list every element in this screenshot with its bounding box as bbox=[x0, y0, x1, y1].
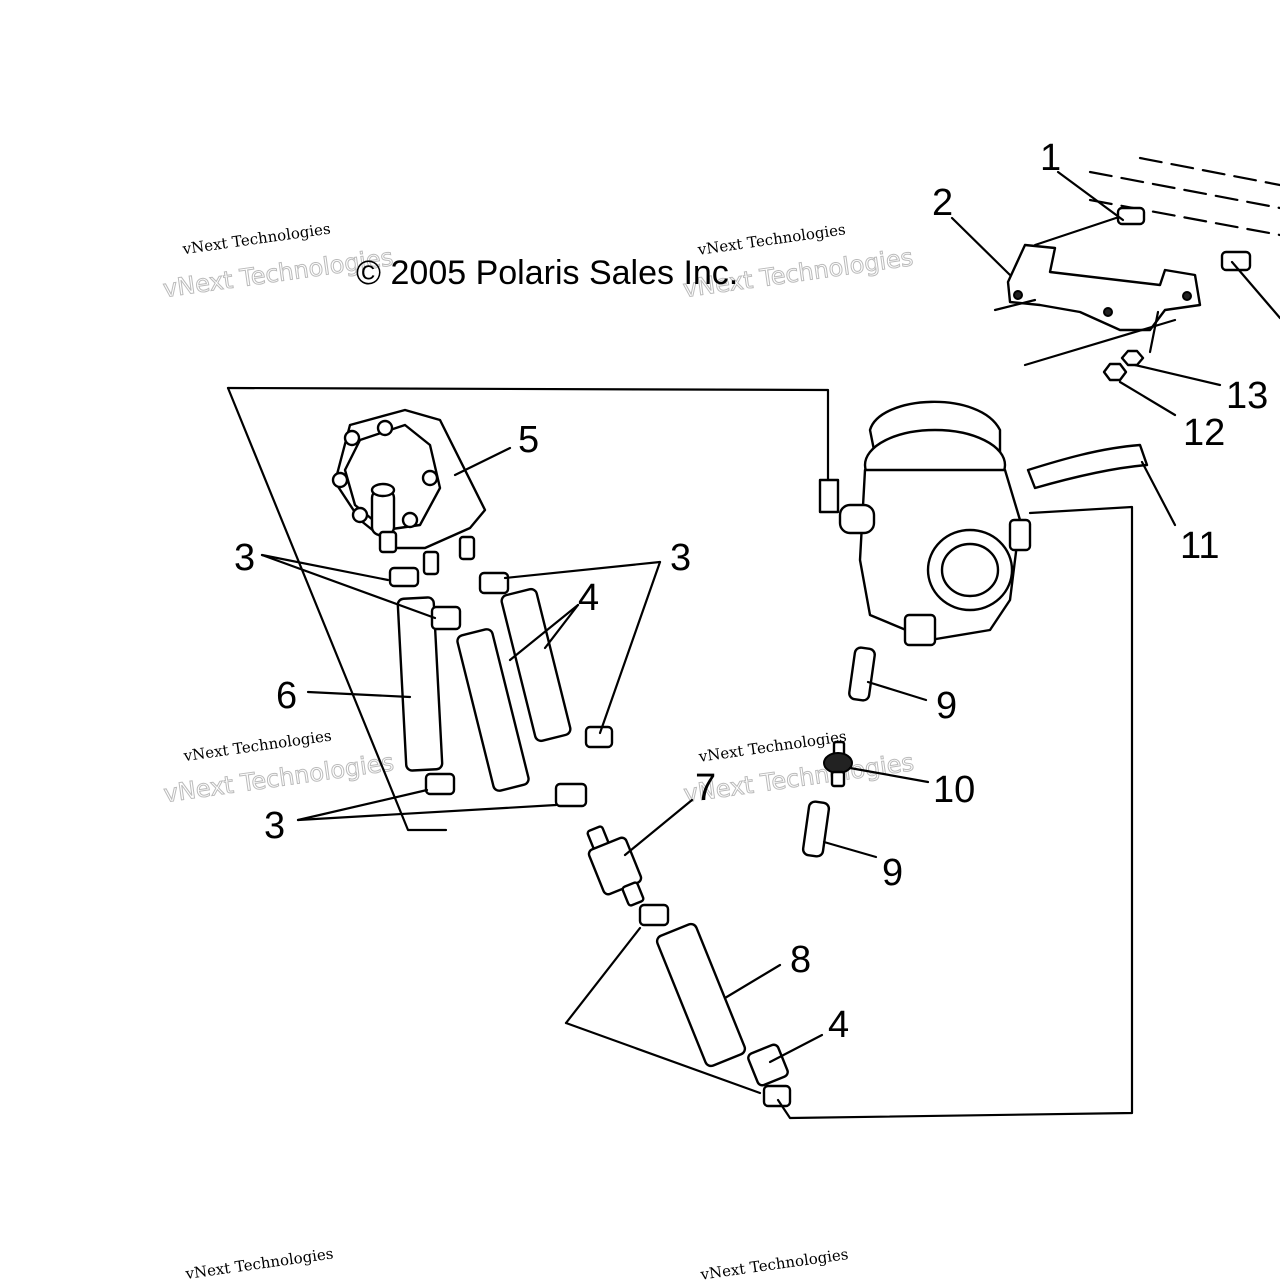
vent-hose bbox=[1026, 443, 1149, 490]
callout-12: 12 bbox=[1183, 412, 1225, 454]
callout-13: 13 bbox=[1226, 375, 1268, 417]
svg-text:vNext Technologies: vNext Technologies bbox=[698, 1245, 849, 1280]
svg-text:vNext Technologies: vNext Technologies bbox=[181, 220, 332, 259]
hose-9-top bbox=[848, 646, 876, 702]
leader-lines bbox=[260, 170, 1280, 1064]
callout-9-bottom: 9 bbox=[882, 852, 903, 894]
callout-10: 10 bbox=[933, 769, 975, 811]
callout-2: 2 bbox=[932, 182, 953, 224]
callout-8: 8 bbox=[790, 939, 811, 981]
nut-12 bbox=[1102, 362, 1128, 382]
fuel-filter bbox=[586, 825, 645, 907]
watermark-bottom-center: vNext Technologies bbox=[698, 1245, 849, 1280]
mount-bracket bbox=[1006, 243, 1202, 332]
callout-4-bottom: 4 bbox=[828, 1004, 849, 1046]
bracket-bolt bbox=[1116, 206, 1146, 226]
callout-3-left-top: 3 bbox=[234, 537, 255, 579]
svg-text:vNext Technologies: vNext Technologies bbox=[183, 1244, 334, 1280]
watermark-mid-left: vNext Technologies vNext Technologies bbox=[161, 727, 396, 809]
callout-9-top: 9 bbox=[936, 685, 957, 727]
callout-7: 7 bbox=[695, 767, 716, 809]
callout-4-top: 4 bbox=[578, 577, 599, 619]
callout-1: 1 bbox=[1040, 137, 1061, 179]
washer-13 bbox=[1120, 349, 1145, 367]
callout-5: 5 bbox=[518, 419, 539, 461]
valve-10 bbox=[823, 740, 853, 788]
watermark-bottom-left: vNext Technologies bbox=[183, 1244, 334, 1280]
fuel-pump bbox=[331, 408, 487, 576]
hose-9-bottom bbox=[801, 800, 831, 858]
bracket-nut-right bbox=[1220, 250, 1252, 272]
hose-4-left bbox=[456, 628, 530, 792]
hose-4-right bbox=[500, 587, 572, 743]
routing-lines bbox=[226, 386, 1134, 1120]
callout-6: 6 bbox=[276, 675, 297, 717]
bracket-assembly bbox=[993, 156, 1280, 382]
copyright-text: © 2005 Polaris Sales Inc. bbox=[356, 254, 738, 292]
carburetor bbox=[818, 400, 1032, 647]
clamps-3 bbox=[388, 566, 614, 808]
callout-3-left-bottom: 3 bbox=[264, 805, 285, 847]
hose-6 bbox=[396, 596, 444, 772]
callout-3-right: 3 bbox=[670, 537, 691, 579]
callout-11: 11 bbox=[1180, 525, 1219, 567]
hose-8 bbox=[638, 903, 792, 1108]
callouts: 1 2 3 3 3 4 4 5 6 7 8 9 9 10 11 12 13 bbox=[234, 137, 1268, 1046]
